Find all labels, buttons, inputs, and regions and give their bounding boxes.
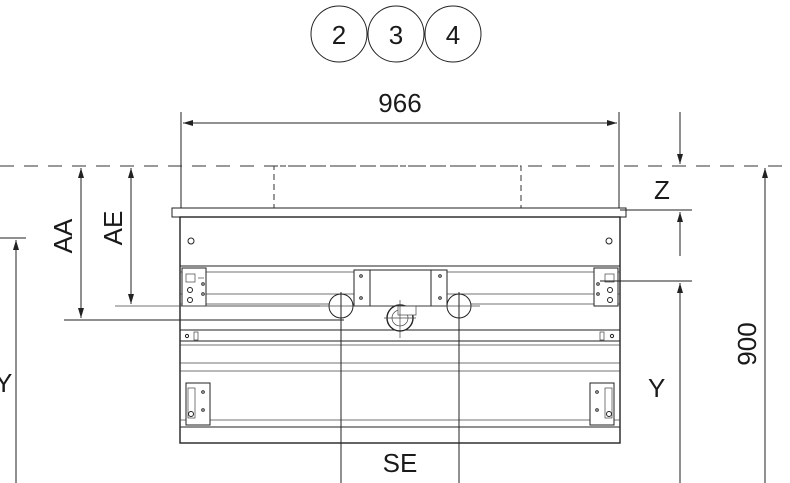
right-lower-bracket <box>589 382 615 426</box>
water-connections <box>180 292 480 483</box>
plumbing-cutout <box>353 269 448 338</box>
left-upper-bracket <box>181 267 207 307</box>
option-circle-label: 4 <box>446 20 460 50</box>
option-circle-4: 4 <box>424 5 482 63</box>
y-left-label: Y <box>0 368 12 398</box>
left-lower-bracket <box>185 382 211 426</box>
se-label: SE <box>383 448 418 478</box>
left-dimensions: AA AE Y <box>0 168 344 483</box>
aa-label: AA <box>48 218 78 253</box>
width-dimension: 966 <box>180 88 620 212</box>
y-right-label: Y <box>648 373 665 403</box>
z-label: Z <box>654 175 670 205</box>
option-circle-label: 2 <box>332 20 346 50</box>
width-label: 966 <box>378 88 421 118</box>
height-label: 900 <box>732 322 762 365</box>
right-upper-bracket <box>593 267 619 307</box>
option-circle-label: 3 <box>389 20 403 50</box>
option-circle-3: 3 <box>367 5 425 63</box>
basin-outline <box>273 165 522 210</box>
right-dimensions: Z Y 900 <box>600 112 768 483</box>
option-circles: 2 3 4 <box>310 5 482 63</box>
ae-label: AE <box>98 211 128 246</box>
option-circle-2: 2 <box>310 5 368 63</box>
